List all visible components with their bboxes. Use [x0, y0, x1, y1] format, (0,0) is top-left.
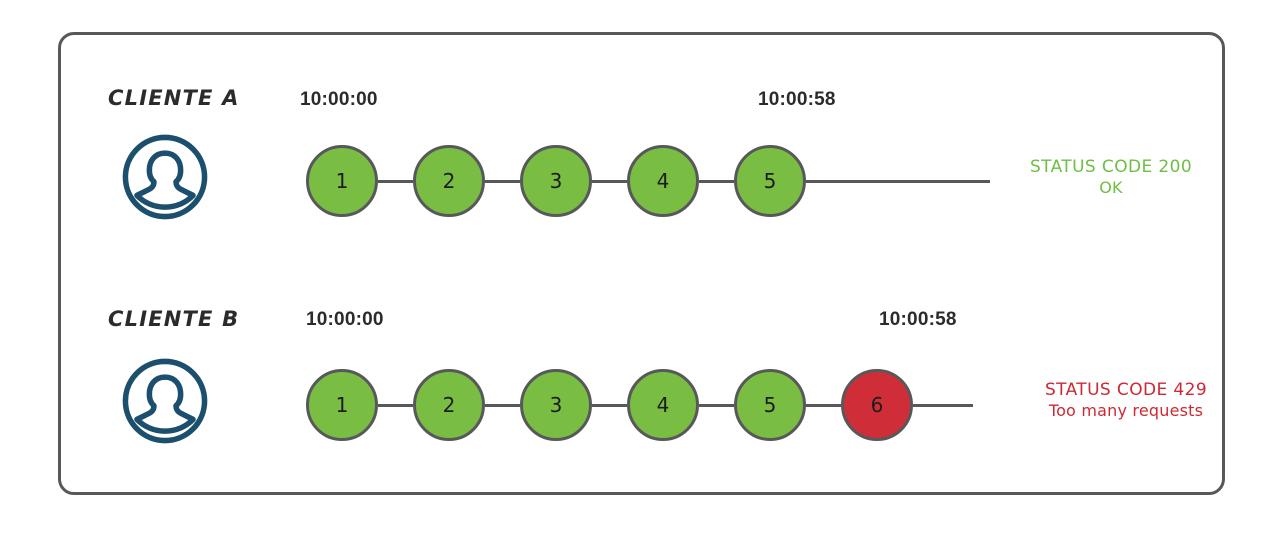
request-node[interactable]: 4 — [627, 145, 699, 217]
user-avatar-icon — [119, 355, 211, 447]
status-code-line: STATUS CODE 429 — [1044, 380, 1208, 400]
client-a-request-chain: 1 2 3 4 5 — [306, 145, 990, 217]
client-a-end-time: 10:00:58 — [758, 89, 836, 110]
chain-connector — [378, 403, 413, 407]
request-node[interactable]: 5 — [734, 369, 806, 441]
status-message-line: Too many requests — [1048, 400, 1204, 420]
chain-connector — [592, 403, 627, 407]
user-avatar-icon — [119, 131, 211, 223]
client-b-end-time: 10:00:58 — [879, 309, 957, 330]
client-row-a: CLIENTE A 10:00:00 10:00:58 1 2 3 4 5 — [61, 35, 1222, 492]
request-node[interactable]: 5 — [734, 145, 806, 217]
client-b-start-time: 10:00:00 — [306, 309, 384, 330]
client-a-label: CLIENTE A — [108, 86, 240, 110]
chain-connector — [485, 403, 520, 407]
request-node-rejected[interactable]: 6 — [841, 369, 913, 441]
status-code-line: STATUS CODE 200 — [1029, 157, 1193, 177]
status-message-line: OK — [1099, 177, 1123, 197]
chain-connector — [699, 403, 734, 407]
request-node[interactable]: 2 — [413, 369, 485, 441]
chain-tail-connector — [913, 403, 973, 407]
request-node[interactable]: 1 — [306, 369, 378, 441]
request-node[interactable]: 2 — [413, 145, 485, 217]
client-b-status: STATUS CODE 429 Too many requests — [1021, 380, 1231, 420]
request-node[interactable]: 4 — [627, 369, 699, 441]
client-b-label: CLIENTE B — [108, 307, 240, 331]
client-b-request-chain: 1 2 3 4 5 6 — [306, 369, 973, 441]
client-a-start-time: 10:00:00 — [300, 89, 378, 110]
chain-connector — [592, 179, 627, 183]
chain-connector — [699, 179, 734, 183]
request-node[interactable]: 3 — [520, 145, 592, 217]
diagram-frame: CLIENTE A 10:00:00 10:00:58 1 2 3 4 5 — [58, 32, 1225, 495]
client-a-status: STATUS CODE 200 OK — [1021, 157, 1201, 197]
chain-connector — [378, 179, 413, 183]
chain-connector — [485, 179, 520, 183]
request-node[interactable]: 3 — [520, 369, 592, 441]
client-row-b: CLIENTE B 10:00:00 10:00:58 1 2 3 4 5 — [61, 35, 1222, 492]
request-node[interactable]: 1 — [306, 145, 378, 217]
chain-tail-connector — [806, 179, 990, 183]
chain-connector — [806, 403, 841, 407]
